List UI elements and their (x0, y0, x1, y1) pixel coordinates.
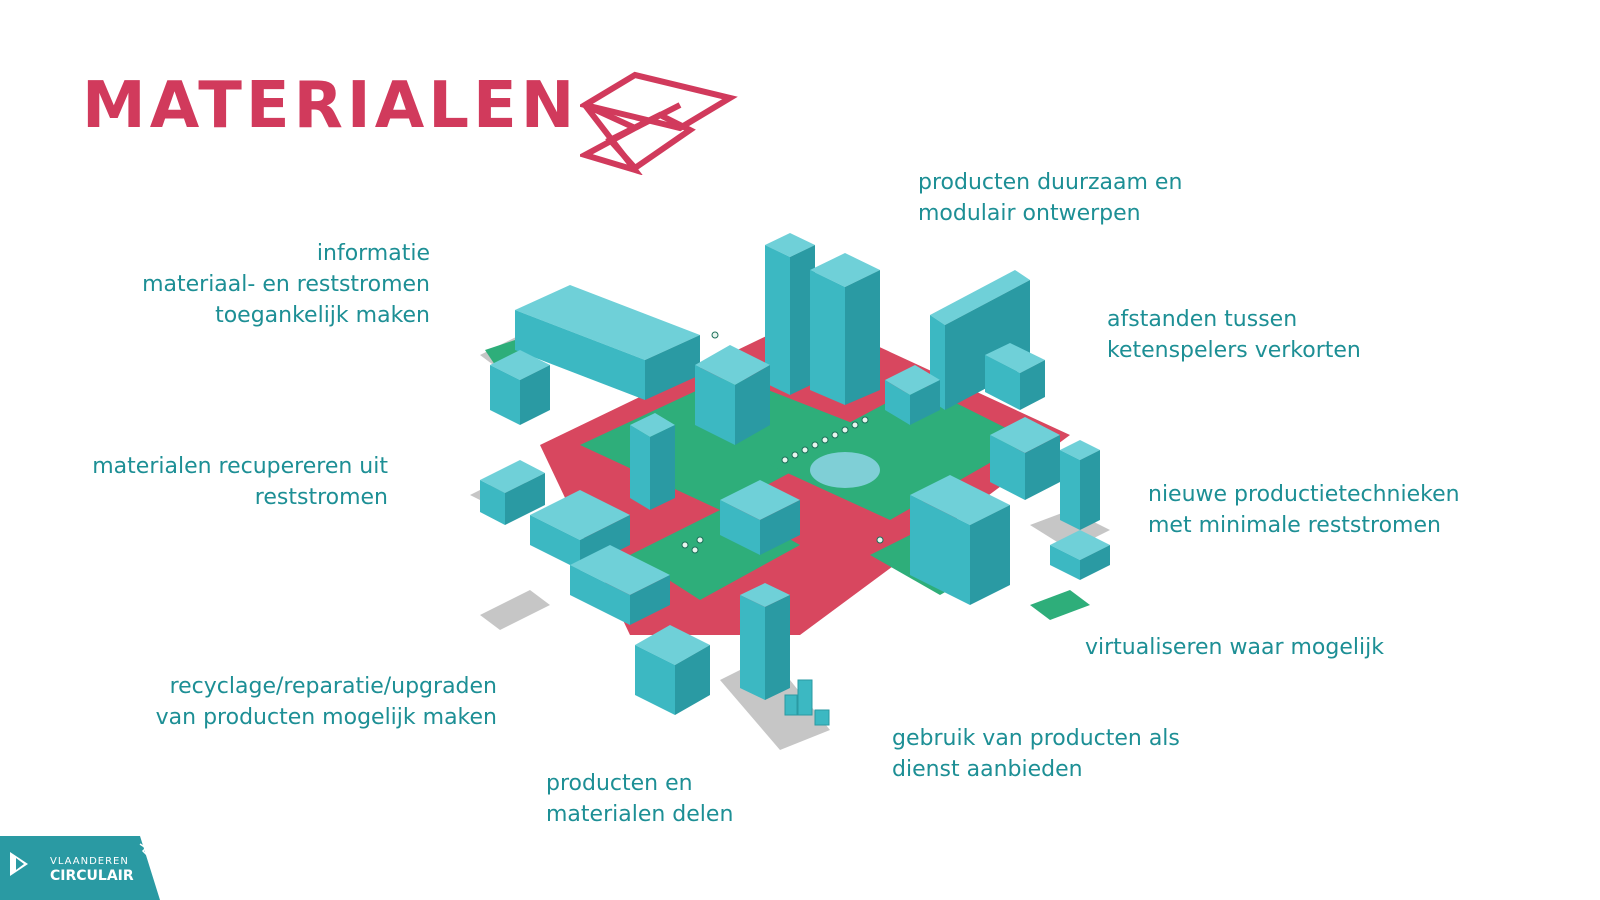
page-title: MATERIALEN (82, 69, 579, 143)
brand-top-text: VLAANDEREN (50, 856, 129, 867)
label-distance: afstanden tussen ketenspelers verkorten (1107, 307, 1361, 363)
label-virtualize: virtualiseren waar mogelijk (1085, 635, 1384, 660)
brand-bottom-text: CIRCULAIR (50, 868, 134, 884)
label-recycle: recyclage/reparatie/upgraden van product… (155, 674, 497, 730)
label-techniques: nieuwe productietechnieken met minimale … (1148, 482, 1460, 538)
label-design: producten duurzaam en modulair ontwerpen (918, 170, 1183, 226)
brand-text: VLAANDEREN CIRCULAIR (50, 855, 134, 885)
silos (784, 679, 830, 726)
label-share: producten en materialen delen (546, 771, 734, 827)
material-tiles-icon (580, 71, 738, 175)
pond (810, 452, 880, 488)
label-service: gebruik van producten als dienst aanbied… (892, 726, 1180, 782)
label-information: informatie materiaal- en reststromen toe… (142, 241, 430, 328)
vlaanderen-circulair-logo (0, 836, 160, 900)
label-recuperate: materialen recupereren uit reststromen (92, 454, 388, 510)
city-illustration (470, 233, 1110, 750)
buildings (480, 233, 1110, 715)
trees (681, 331, 884, 554)
